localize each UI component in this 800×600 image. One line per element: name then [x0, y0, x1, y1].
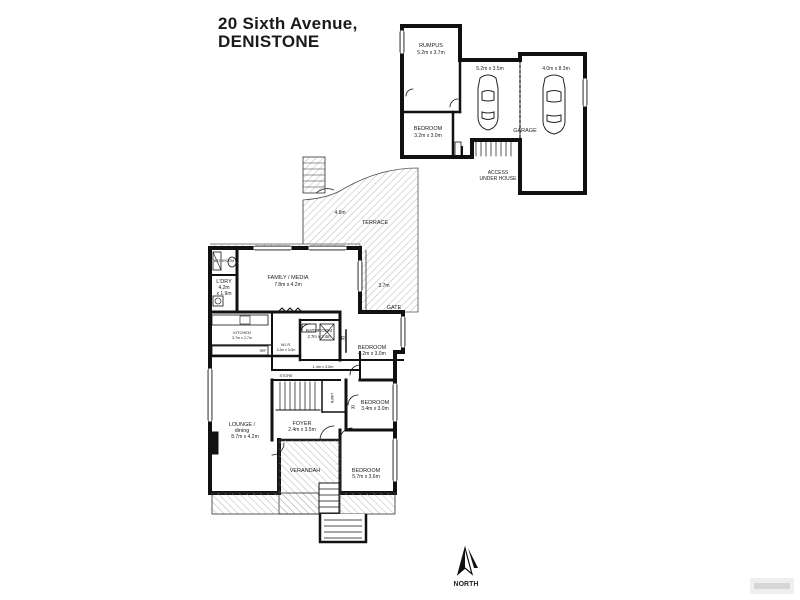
car-icon [542, 74, 566, 135]
room-label-verandah: VERANDAH [290, 468, 321, 474]
room-dims-laundry-b: x 1.9m [216, 291, 231, 297]
room-label-bedroom-1: BEDROOM [358, 345, 387, 351]
room-label-bedroom-3: BEDROOM [352, 468, 381, 474]
room-dims-rumpus: 5.2m x 3.7m [417, 50, 445, 56]
robe-label-2: R [351, 405, 355, 411]
north-arrow-icon [456, 545, 478, 576]
access-label-1: ACCESS [488, 170, 509, 176]
watermark-logo [750, 578, 794, 594]
room-label-kitchen: KITCHEN [233, 330, 251, 335]
room-dims-bedroom-3: 5.7m x 3.6m [352, 474, 380, 480]
garage-bay1-dims: 5.2m x 3.5m [476, 66, 504, 72]
room-dims-bedroom-2: 3.4m x 3.0m [361, 406, 389, 412]
address-line1: 20 Sixth Avenue, [218, 14, 358, 33]
linen-label: LINEN [330, 393, 334, 404]
address-line2: DENISTONE [218, 32, 320, 51]
room-label-laundry: L'DRY [216, 279, 232, 285]
room-label-gate: GATE [387, 305, 402, 311]
garage-bay2-dims: 4.0m x 8.3m [542, 66, 570, 72]
terrace-dim-a: 4.6m [334, 210, 345, 216]
fridge-label: REF [260, 349, 267, 353]
room-dims-bedroom-lower: 3.2m x 3.0m [414, 133, 442, 139]
room-label-wir: W.I.R. [281, 343, 291, 347]
room-dims-kitchen: 3.7m x 2.7m [232, 336, 252, 340]
access-label-2: UNDER HOUSE [480, 176, 518, 182]
room-label-family: FAMILY / MEDIA [267, 275, 308, 281]
room-label-lounge-a: LOUNGE / [229, 422, 256, 428]
car-icon [477, 74, 499, 131]
room-label-lounge-b: dining [235, 428, 250, 434]
room-dims-laundry-a: 4.2m [218, 285, 229, 291]
room-label-rumpus: RUMPUS [419, 43, 443, 49]
room-label-bathroom: BATHROOM [306, 328, 332, 333]
room-label-garage: GARAGE [513, 128, 537, 134]
room-dims-lounge: 8.7m x 4.2m [231, 434, 259, 440]
verandah-area [211, 439, 396, 544]
room-label-bathroom-small: BATHROOM [214, 259, 235, 263]
room-label-bedroom-lower: BEDROOM [414, 126, 443, 132]
room-dims-family: 7.8m x 4.2m [274, 282, 302, 288]
lower-level [399, 24, 588, 195]
room-label-foyer: FOYER [293, 421, 312, 427]
room-label-bedroom-2: BEDROOM [361, 400, 390, 406]
hall-dims: 1.4m x 3.0m [313, 365, 334, 369]
terrace-dim-b: 3.7m [378, 283, 389, 289]
room-dims-foyer: 2.4m x 3.5m [288, 427, 316, 433]
room-dims-bathroom: 2.7m x 2.4m [307, 334, 331, 339]
room-dims-wir: 3.2m x 3.0m [277, 348, 296, 352]
robe-label-1: R [341, 336, 345, 342]
north-label: NORTH [454, 581, 479, 588]
room-label-terrace: TERRACE [362, 220, 389, 226]
store-label: STORE [279, 374, 292, 378]
room-dims-bedroom-1: 4.2m x 3.0m [358, 351, 386, 357]
